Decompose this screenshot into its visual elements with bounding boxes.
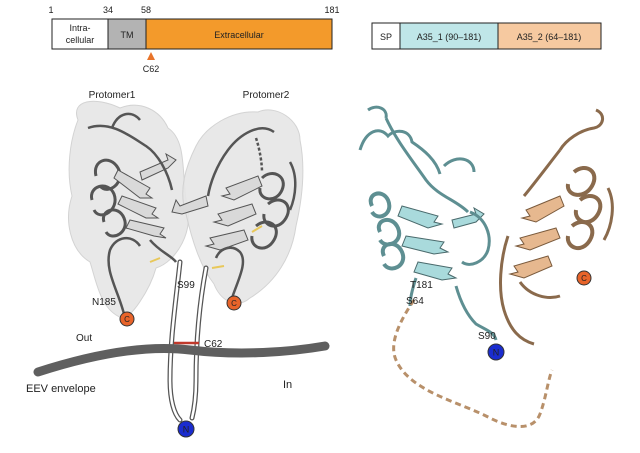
chain-a35-1 (358, 105, 498, 341)
tick-1: 1 (48, 5, 53, 15)
domain-bar: 1 34 58 181 Intra- cellular TM Extracell… (48, 5, 339, 74)
right-structure-model: C N T181 S64 S90 (358, 105, 614, 428)
in-label: In (283, 379, 292, 391)
n-terminus-left-label: N (183, 425, 190, 435)
segment-tm (107, 18, 147, 50)
left-dimer-model: C C N Protomer1 Protomer2 S99 N185 C62 O… (26, 90, 330, 438)
c-terminus-protomer1-label: C (124, 315, 130, 324)
chain-a35-2 (499, 108, 614, 346)
a35-1-label: A35_1 (90–181) (417, 32, 482, 42)
c-terminus-protomer1 (119, 311, 135, 327)
n185-label: N185 (92, 297, 116, 308)
n-terminus-left (177, 420, 195, 438)
sp-label: SP (380, 32, 392, 42)
extracellular-label: Extracellular (214, 30, 264, 40)
tm-label: TM (121, 30, 134, 40)
t181-label: T181 (410, 280, 433, 291)
s90-label: S90 (478, 331, 496, 342)
s99-label: S99 (177, 280, 195, 291)
construct-bar: SP A35_1 (90–181) A35_2 (64–181) (371, 22, 602, 50)
c-terminus-protomer2-label: C (231, 299, 237, 308)
segment-a35-2 (497, 22, 602, 50)
c62-label: C62 (204, 339, 223, 350)
protomer2-ribbon (171, 127, 297, 299)
c-terminus-protomer2 (226, 295, 242, 311)
protomer1-label: Protomer1 (89, 90, 136, 101)
n-terminus-chain1-label: N (493, 348, 500, 358)
n-terminus-chain1 (487, 343, 505, 361)
segment-a35-1 (399, 22, 499, 50)
stalk-strands-inner (168, 260, 208, 422)
s64-label: S64 (406, 296, 424, 307)
tick-34: 34 (103, 5, 113, 15)
segment-intracellular (51, 18, 109, 50)
protomer2-label: Protomer2 (243, 90, 290, 101)
out-label: Out (76, 333, 92, 344)
tick-58: 58 (141, 5, 151, 15)
side-chain-sticks (149, 225, 263, 269)
disordered-linker (392, 299, 554, 428)
c62-marker-triangle (147, 52, 155, 60)
tick-181: 181 (324, 5, 339, 15)
protomer1-ribbon (87, 112, 178, 315)
eev-envelope-membrane (33, 341, 330, 377)
eev-envelope-label: EEV envelope (26, 383, 96, 395)
segment-extracellular (145, 18, 333, 50)
c-terminus-chain2-label: C (581, 274, 587, 283)
c62-marker-label: C62 (143, 64, 160, 74)
intracellular-label-line1: Intra- (69, 23, 90, 33)
intracellular-label-line2: cellular (66, 35, 95, 45)
a35-2-label: A35_2 (64–181) (517, 32, 582, 42)
c-terminus-chain2 (576, 270, 592, 286)
